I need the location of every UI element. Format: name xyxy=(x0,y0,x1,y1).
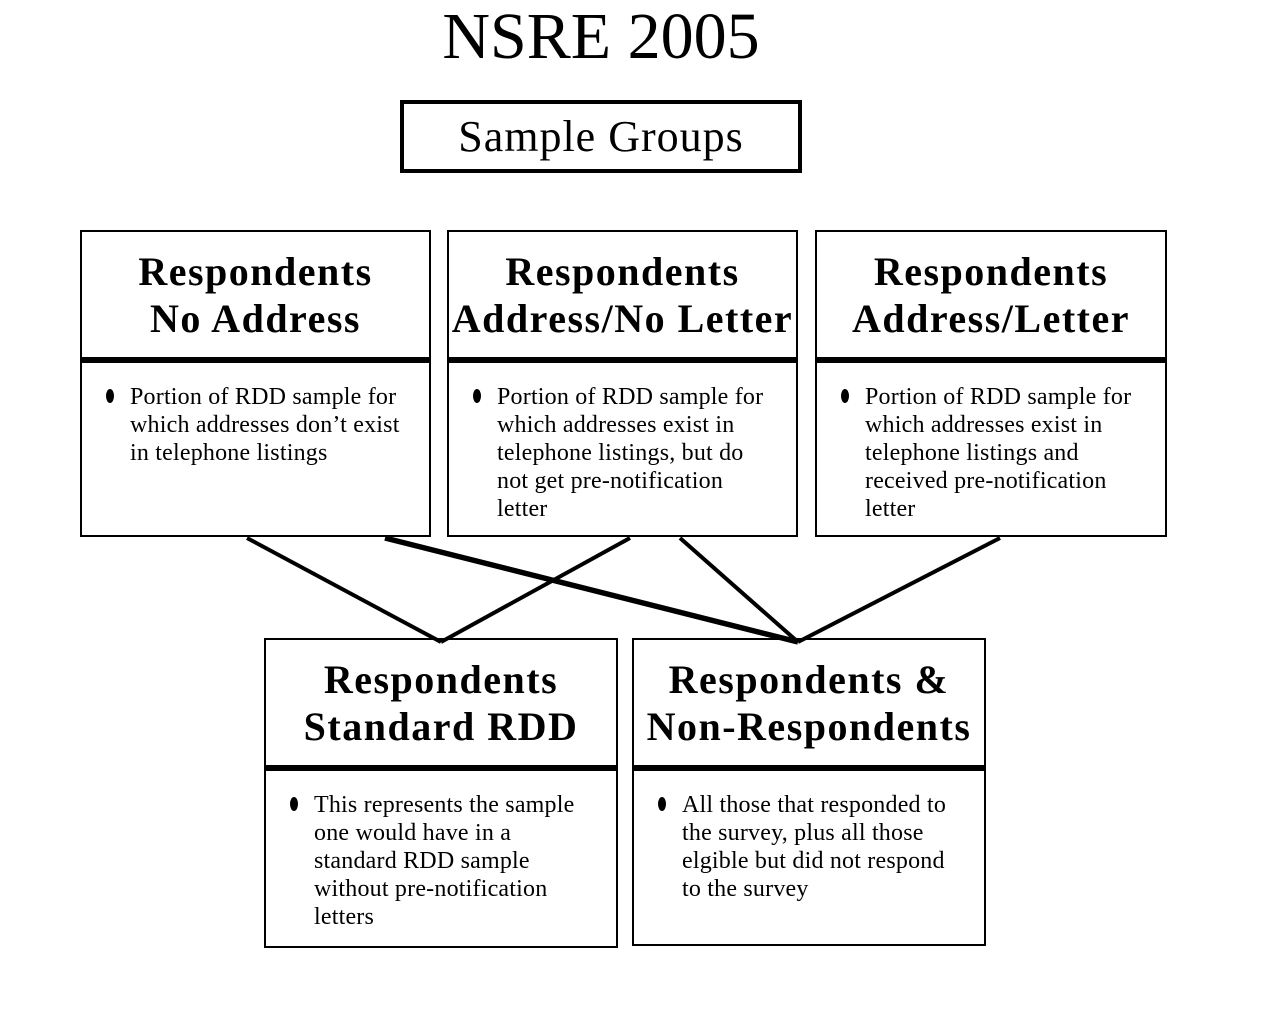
sample-groups-label: Sample Groups xyxy=(458,112,744,161)
heading-divider xyxy=(449,357,796,363)
sample-groups-box: Sample Groups xyxy=(400,100,802,173)
group-heading: Respondents No Address xyxy=(138,248,373,341)
group-description: Portion of RDD sample for which addresse… xyxy=(497,384,764,522)
group-body: Portion of RDD sample for which addresse… xyxy=(817,363,1165,523)
bullet-icon xyxy=(106,389,114,403)
heading-divider xyxy=(817,357,1165,363)
group-heading: Respondents Standard RDD xyxy=(303,656,579,749)
group-body: Portion of RDD sample for which addresse… xyxy=(449,363,796,523)
heading-divider xyxy=(82,357,429,363)
group-body: Portion of RDD sample for which addresse… xyxy=(82,363,429,467)
group-box-respondents-address-letter: Respondents Address/Letter Portion of RD… xyxy=(815,230,1167,537)
bullet-icon xyxy=(658,797,666,811)
group-body: All those that responded to the survey, … xyxy=(634,771,984,903)
heading-divider xyxy=(266,765,616,771)
connector-line xyxy=(384,535,799,645)
group-description: This represents the sample one would hav… xyxy=(314,792,575,930)
group-heading: Respondents & Non-Respondents xyxy=(646,656,972,749)
connector-line xyxy=(797,536,1001,644)
group-heading: Respondents Address/Letter xyxy=(852,248,1130,341)
connector-line xyxy=(678,536,800,644)
bullet-icon xyxy=(473,389,481,403)
bullet-icon xyxy=(841,389,849,403)
connector-line xyxy=(440,536,631,644)
bullet-icon xyxy=(290,797,298,811)
page-title: NSRE 2005 xyxy=(442,0,760,73)
group-description: Portion of RDD sample for which addresse… xyxy=(130,384,400,466)
group-description: Portion of RDD sample for which addresse… xyxy=(865,384,1132,522)
group-body: This represents the sample one would hav… xyxy=(266,771,616,931)
group-heading: Respondents Address/No Letter xyxy=(451,248,794,341)
group-box-respondents-address-no-letter: Respondents Address/No Letter Portion of… xyxy=(447,230,798,537)
group-box-respondents-and-non-respondents: Respondents & Non-Respondents All those … xyxy=(632,638,986,946)
connector-line xyxy=(246,536,442,644)
group-description: All those that responded to the survey, … xyxy=(682,792,947,902)
heading-divider xyxy=(634,765,984,771)
group-box-respondents-no-address: Respondents No Address Portion of RDD sa… xyxy=(80,230,431,537)
group-box-respondents-standard-rdd: Respondents Standard RDD This represents… xyxy=(264,638,618,948)
